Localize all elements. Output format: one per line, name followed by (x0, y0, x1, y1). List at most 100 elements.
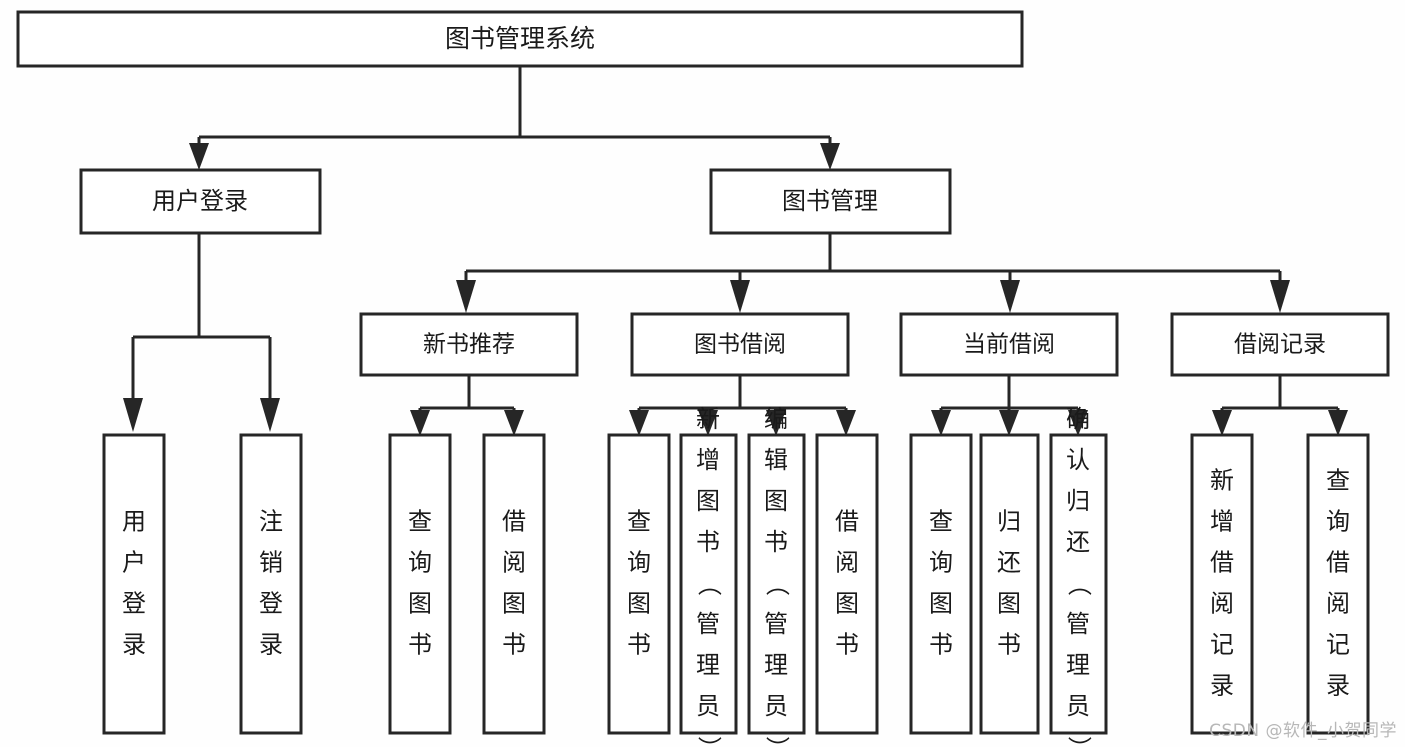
node-book-manage-box[interactable] (709, 168, 952, 235)
svg-text:阅: 阅 (1210, 590, 1234, 618)
svg-text:查: 查 (408, 508, 432, 536)
svg-text:书: 书 (408, 631, 432, 659)
node-user-login-box[interactable] (79, 168, 322, 235)
svg-text:录: 录 (259, 631, 283, 659)
node-new-book-rec-label: 新书推荐 (423, 332, 515, 358)
svg-text:图: 图 (929, 590, 953, 618)
node-leaf-query-record-box[interactable] (1306, 433, 1370, 735)
node-leaf-query-book-1-box[interactable] (388, 433, 452, 735)
node-borrow-record-box[interactable] (1170, 312, 1390, 377)
node-book-manage[interactable]: 图书管理 (709, 168, 952, 235)
node-leaf-user-login[interactable]: 用户登录 (102, 433, 166, 735)
svg-text:）: ） (1065, 736, 1093, 747)
svg-text:询: 询 (1326, 508, 1350, 536)
node-leaf-add-book-box[interactable] (679, 433, 738, 735)
svg-text:借: 借 (835, 508, 859, 536)
svg-text:管: 管 (696, 610, 720, 638)
svg-text:查: 查 (1326, 467, 1350, 495)
svg-text:（: （ (695, 572, 723, 596)
svg-text:确: 确 (1066, 405, 1090, 433)
node-user-login[interactable]: 用户登录 (79, 168, 322, 235)
node-current-borrow-box[interactable] (899, 312, 1119, 377)
svg-text:登: 登 (259, 590, 283, 618)
svg-text:图: 图 (835, 590, 859, 618)
arrowhead-leaf-return-book (999, 410, 1019, 436)
watermark-text: CSDN @软件_小贺同学 (1209, 721, 1397, 741)
node-leaf-return-book-box[interactable] (979, 433, 1040, 735)
svg-text:归: 归 (1066, 487, 1090, 515)
arrowhead-book-manage (820, 143, 840, 170)
node-borrow-record[interactable]: 借阅记录 (1170, 312, 1390, 377)
node-leaf-confirm-return-box[interactable] (1049, 433, 1108, 735)
arrowhead-leaf-edit-book (766, 410, 786, 436)
node-leaf-borrow-book-2-box[interactable] (815, 433, 879, 735)
arrowhead-user-login (189, 143, 209, 170)
node-leaf-borrow-book-1-box[interactable] (482, 433, 546, 735)
svg-text:员: 员 (764, 692, 788, 720)
svg-text:管: 管 (1066, 610, 1090, 638)
svg-text:登: 登 (122, 590, 146, 618)
svg-text:认: 认 (1066, 446, 1090, 474)
svg-text:借: 借 (502, 508, 526, 536)
svg-text:员: 员 (1066, 692, 1090, 720)
svg-text:阅: 阅 (502, 549, 526, 577)
svg-text:归: 归 (997, 508, 1021, 536)
node-root[interactable]: 图书管理系统 (16, 10, 1024, 68)
arrowhead-leaf-add-record (1212, 410, 1232, 436)
svg-text:图: 图 (627, 590, 651, 618)
svg-text:）: ） (695, 736, 723, 747)
node-new-book-rec[interactable]: 新书推荐 (359, 312, 579, 377)
node-book-borrow-label: 图书借阅 (694, 332, 786, 358)
node-root-box[interactable] (16, 10, 1024, 68)
connector-group (123, 66, 1348, 436)
arrowhead-leaf-confirm-return (1068, 410, 1088, 436)
node-leaf-edit-book-box[interactable] (747, 433, 806, 735)
svg-text:询: 询 (627, 549, 651, 577)
node-leaf-add-record-box[interactable] (1190, 433, 1254, 735)
svg-text:图: 图 (696, 487, 720, 515)
svg-text:图: 图 (408, 590, 432, 618)
arrowhead-leaf-query-record (1328, 410, 1348, 436)
node-book-borrow-box[interactable] (630, 312, 850, 377)
svg-text:录: 录 (1210, 672, 1234, 700)
node-leaf-user-login-label: 用户登录 (122, 508, 146, 659)
arrowhead-book-borrow (730, 280, 750, 313)
node-leaf-logout-box[interactable] (239, 433, 303, 735)
svg-text:记: 记 (1326, 631, 1350, 659)
arrowhead-leaf-query-book-3 (931, 410, 951, 436)
svg-text:借: 借 (1326, 549, 1350, 577)
svg-text:户: 户 (122, 549, 146, 577)
node-book-borrow[interactable]: 图书借阅 (630, 312, 850, 377)
node-current-borrow[interactable]: 当前借阅 (899, 312, 1119, 377)
node-leaf-query-book-3-box[interactable] (909, 433, 973, 735)
svg-text:（: （ (1065, 572, 1093, 596)
node-user-login-label: 用户登录 (152, 187, 248, 215)
arrowhead-leaf-query-book-2 (629, 410, 649, 436)
svg-text:阅: 阅 (835, 549, 859, 577)
svg-text:）: ） (763, 736, 791, 747)
node-leaf-query-book-2-box[interactable] (607, 433, 671, 735)
svg-text:查: 查 (627, 508, 651, 536)
arrowhead-leaf-user-login (123, 398, 143, 432)
arrowhead-current-borrow (1000, 280, 1020, 313)
node-new-book-rec-box[interactable] (359, 312, 579, 377)
node-leaf-user-login-box[interactable] (102, 433, 166, 735)
